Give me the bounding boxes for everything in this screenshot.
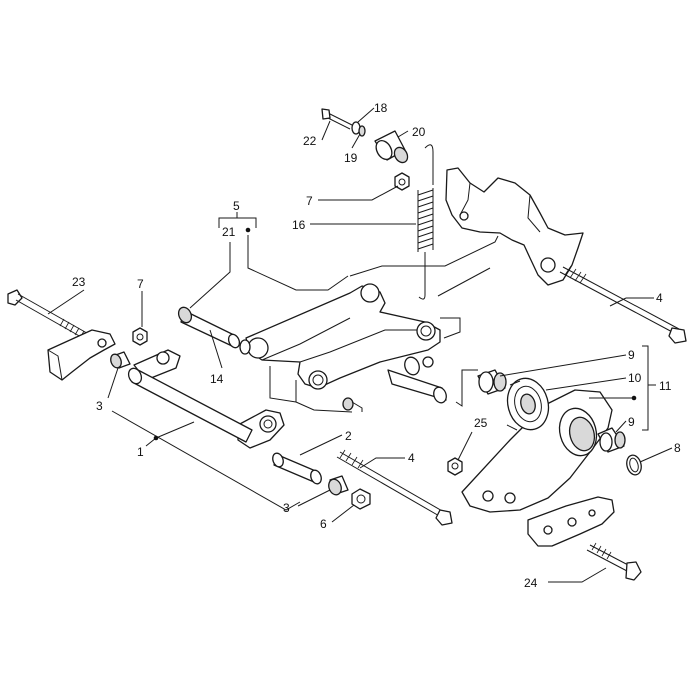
callout-24: 24 xyxy=(524,576,538,590)
callout-6: 6 xyxy=(320,517,327,531)
callout-9-lower: 9 xyxy=(628,415,635,429)
callout-14: 14 xyxy=(210,372,224,386)
nut-6 xyxy=(351,488,371,510)
callout-4-lower: 4 xyxy=(408,451,415,465)
callout-4-upper: 4 xyxy=(656,291,663,305)
callout-23: 23 xyxy=(72,275,86,289)
callout-1: 1 xyxy=(137,445,144,459)
bushing-9-lower xyxy=(597,427,626,453)
nut-7-upper xyxy=(394,172,410,191)
link-plate xyxy=(133,349,285,449)
callout-8: 8 xyxy=(674,441,681,455)
left-plate xyxy=(47,329,116,381)
pin-14 xyxy=(177,306,241,349)
shaft-1 xyxy=(127,367,253,443)
dot-11 xyxy=(631,395,637,401)
callout-21: 21 xyxy=(222,225,236,239)
callout-10: 10 xyxy=(628,371,642,385)
bracket-hole-upper xyxy=(459,211,469,221)
dot-1 xyxy=(153,435,159,441)
callout-22: 22 xyxy=(303,134,317,148)
bearing-10 xyxy=(506,377,550,431)
dot-5 xyxy=(245,227,251,233)
bushing-3-lower xyxy=(328,475,349,496)
bushing-3-left xyxy=(110,351,131,369)
circlip-8 xyxy=(626,454,642,476)
callout-2: 2 xyxy=(345,429,352,443)
washer-19 xyxy=(358,125,366,137)
screw-22 xyxy=(321,108,353,130)
callout-20: 20 xyxy=(412,125,426,139)
swing-arm-5 xyxy=(245,283,447,411)
nut-25 xyxy=(447,457,463,476)
leader-lines xyxy=(47,107,673,583)
leader-dots xyxy=(153,227,637,441)
bushing-21 xyxy=(239,339,251,355)
callout-25: 25 xyxy=(474,416,488,430)
callout-3-lower: 3 xyxy=(283,501,290,515)
callout-18: 18 xyxy=(374,101,388,115)
bolt-24 xyxy=(586,542,642,581)
callout-7-upper: 7 xyxy=(306,194,313,208)
callout-5: 5 xyxy=(233,199,240,213)
nut-7-left xyxy=(132,327,148,346)
callout-19: 19 xyxy=(344,151,358,165)
callout-9-upper: 9 xyxy=(628,348,635,362)
small-plate xyxy=(527,496,615,547)
bolt-long-upper xyxy=(559,265,687,344)
callout-7-left: 7 xyxy=(137,277,144,291)
bearing-housing xyxy=(558,407,598,457)
bushing-20 xyxy=(374,130,409,164)
callout-11: 11 xyxy=(659,379,672,393)
callout-labels: 18 22 19 20 7 16 5 21 4 23 7 14 3 1 2 3 … xyxy=(72,101,681,590)
bracket-hole-lower xyxy=(540,257,556,273)
spring-16 xyxy=(417,144,434,300)
frame-bracket xyxy=(445,167,584,286)
callout-3-left: 3 xyxy=(96,399,103,413)
callout-16: 16 xyxy=(292,218,306,232)
bushing-2 xyxy=(272,452,322,485)
bushing-9-upper xyxy=(477,369,507,395)
bolt-long-lower xyxy=(336,449,453,526)
